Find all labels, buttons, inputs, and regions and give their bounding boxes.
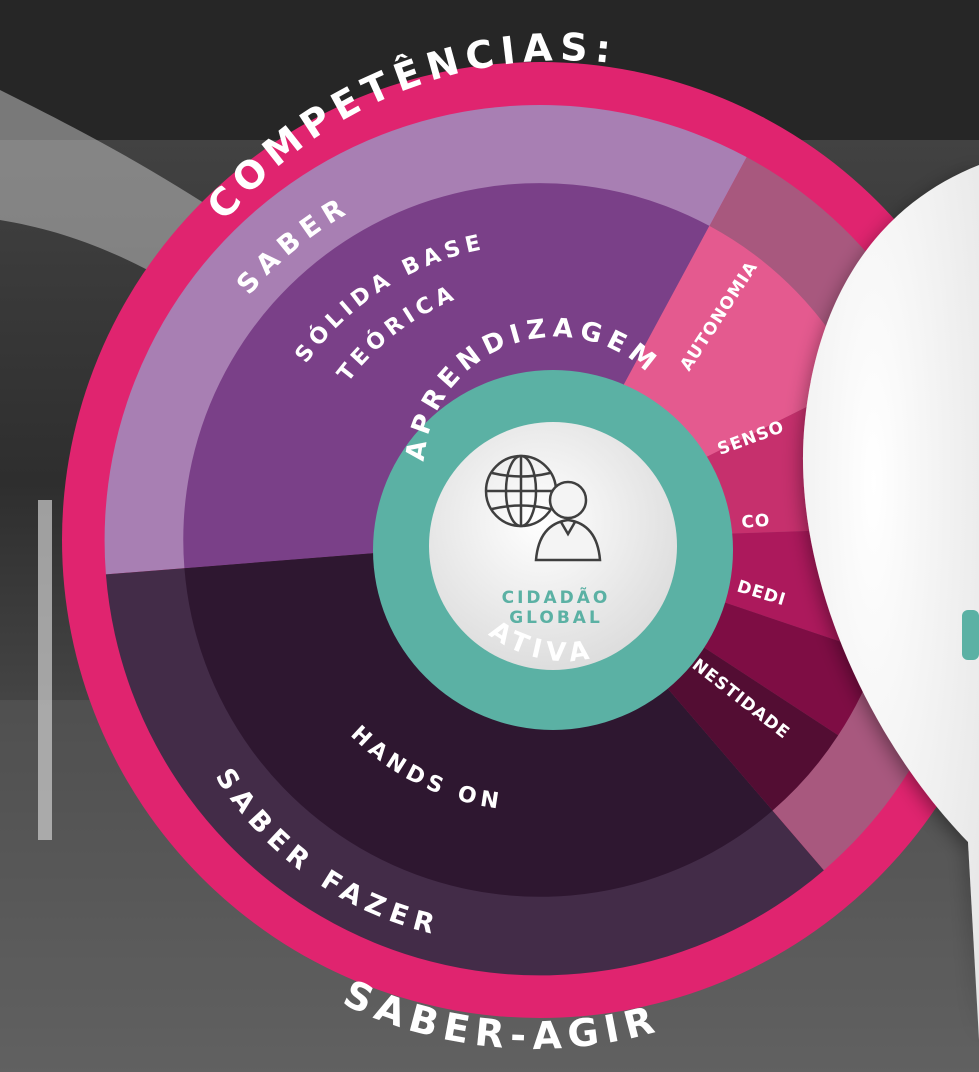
saber-fazer-inner-segment (184, 540, 773, 897)
global-label: GLOBAL (509, 608, 603, 628)
card-teal-tab (962, 610, 979, 660)
saber-inner-segment (183, 183, 710, 569)
overlay-card (802, 110, 979, 1040)
global-citizen-icon (484, 454, 602, 562)
comp-label: CO (741, 511, 772, 533)
cidadao-label: CIDADÃO (502, 585, 611, 608)
